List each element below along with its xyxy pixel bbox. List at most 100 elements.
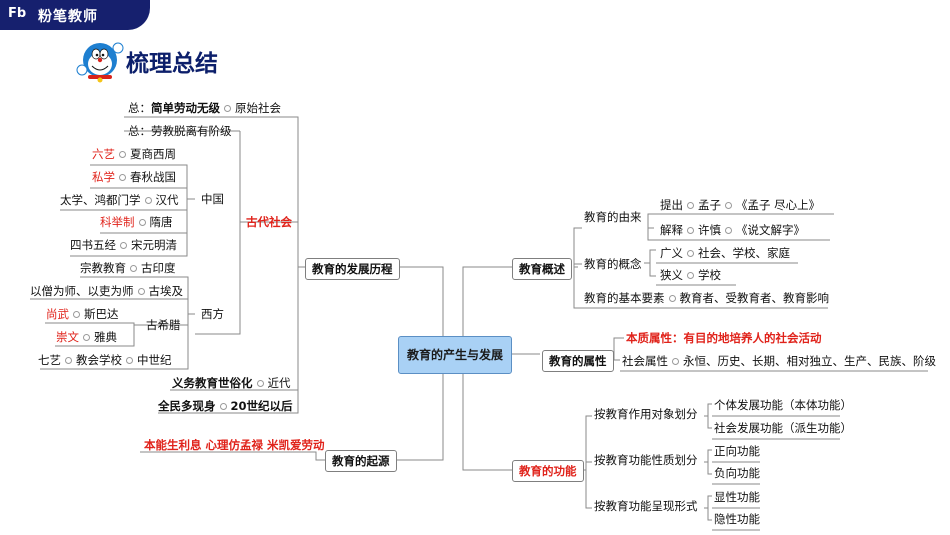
center-topic: 教育的产生与发展 [398,336,512,374]
connector-dot-icon [672,358,679,365]
connector-dot-icon [65,357,72,364]
china-item-name: 四书五经 [70,238,116,252]
greece-item-name: 尚武 [46,307,69,321]
greece-item-sparta: 尚武 斯巴达 [46,306,119,322]
china-item-name: 科举制 [100,215,135,229]
c20-stage: 20世纪以后 [230,399,293,413]
connector-dot-icon [73,311,80,318]
source-proposed-row: 提出孟子《孟子 尽心上》 [660,197,820,213]
broad-value: 社会、学校、家庭 [698,246,790,260]
china-item-period: 夏商西周 [130,147,176,161]
elements-label: 教育的基本要素 [584,291,665,305]
west-item-name: 以僧为师、以吏为师 [30,284,134,298]
china-item-keju: 科举制隋唐 [100,214,173,230]
source-explain-row: 解释 许慎 《说文解字》 [660,222,805,238]
china-item-taixue: 太学、鸿都门学汉代 [60,192,179,208]
china-item-period: 宋元明清 [131,238,177,252]
functions-node: 教育的功能 [512,460,584,482]
explain-label: 解释 [660,223,683,237]
connector-dot-icon [119,174,126,181]
function-explicit: 显性功能 [714,490,760,504]
china-item-sixue: 私学 春秋战国 [92,169,176,185]
broad-label: 广义 [660,246,683,260]
greece-node: 古希腊 [146,318,181,332]
connector-dot-icon [668,295,676,302]
twentieth-century-row: 全民多现身 20世纪以后 [158,398,293,414]
greece-item-place: 斯巴达 [84,307,119,321]
west-item-india: 宗教教育古印度 [80,260,176,276]
connector-dot-icon [120,242,127,249]
connector-dot-icon [219,403,227,410]
connector-dot-icon [138,219,146,226]
primitive-society-row: 总：简单劳动无级 原始社会 [128,100,281,116]
china-item-name: 六艺 [92,147,115,161]
essential-attribute: 本质属性：有目的地培养人的社会活动 [626,331,822,345]
west-item-medieval: 七艺教会学校中世纪 [38,352,172,368]
china-item-period: 春秋战国 [130,170,176,184]
connector-dot-icon [144,197,152,204]
china-item-period: 隋唐 [149,215,173,229]
concept-narrow-row: 狭义 学校 [660,267,721,283]
function-implicit: 隐性功能 [714,512,760,526]
primitive-stage: 原始社会 [235,101,281,115]
elements-row: 教育的基本要素教育者、受教育者、教育影响 [584,290,829,306]
doraemon-mascot-icon [76,42,124,83]
china-item-sishu: 四书五经 宋元明清 [70,237,177,253]
function-by-nature: 按教育功能性质划分 [594,453,698,467]
china-node: 中国 [201,192,224,206]
history-node: 教育的发展历程 [305,258,400,280]
origin-node: 教育的起源 [325,450,397,472]
attributes-node: 教育的属性 [542,350,614,372]
connector-dot-icon [725,202,732,209]
page-title: 梳理总结 [126,51,218,77]
connector-dot-icon [130,265,137,272]
modern-stage: 近代 [267,376,291,390]
west-item-place: 古印度 [141,261,176,275]
china-item-name: 私学 [92,170,115,184]
medieval-school: 教会学校 [76,353,122,367]
c20-summary: 全民多现身 [158,399,216,413]
primitive-summary: 简单劳动无级 [151,101,220,115]
brand-name: 粉笔教师 [38,9,98,25]
narrow-label: 狭义 [660,268,683,282]
social-attribute-value: 永恒、历史、长期、相对独立、生产、民族、阶级 [683,354,936,368]
medieval-period: 中世纪 [137,353,172,367]
west-item-egypt: 以僧为师、以吏为师古埃及 [30,283,183,299]
west-item-place: 古埃及 [148,284,184,298]
connector-dot-icon [687,250,694,257]
function-negative: 负向功能 [714,466,760,480]
connector-dot-icon [224,105,231,112]
ancient-society-node: 古代社会 [246,215,292,229]
proposed-book: 《孟子 尽心上》 [736,198,821,212]
concept-node: 教育的概念 [584,257,642,271]
social-attribute-row: 社会属性 永恒、历史、长期、相对独立、生产、民族、阶级 [622,353,936,369]
brand-bar: Fb 粉笔教师 [0,0,150,30]
china-item-liuyi: 六艺 夏商西周 [92,146,176,162]
narrow-value: 学校 [698,268,721,282]
elements-value: 教育者、受教育者、教育影响 [679,291,830,305]
source-node: 教育的由来 [584,210,642,224]
greece-item-name: 崇文 [56,330,79,344]
function-individual: 个体发展功能（本体功能） [714,398,852,412]
explain-book: 《说文解字》 [736,223,805,237]
function-positive: 正向功能 [714,444,760,458]
greece-item-place: 雅典 [94,330,117,344]
overview-node: 教育概述 [512,258,572,280]
china-item-period: 汉代 [155,193,179,207]
modern-summary: 义务教育世俗化 [172,376,253,390]
concept-broad-row: 广义 社会、学校、家庭 [660,245,790,261]
function-by-object: 按教育作用对象划分 [594,407,698,421]
greece-item-athens: 崇文 雅典 [56,329,117,345]
modern-row: 义务教育世俗化近代 [172,375,291,391]
connector-dot-icon [83,334,90,341]
connector-dot-icon [137,288,145,295]
connector-dot-icon [256,380,264,387]
connector-dot-icon [687,227,694,234]
social-attribute-label: 社会属性 [622,354,668,368]
explain-person: 许慎 [698,223,721,237]
primitive-prefix: 总： [128,101,151,115]
function-by-form: 按教育功能呈现形式 [594,499,698,513]
class-divided-summary: 总：劳教脱离有阶级 [128,124,232,138]
brand-logo: Fb [8,6,27,21]
